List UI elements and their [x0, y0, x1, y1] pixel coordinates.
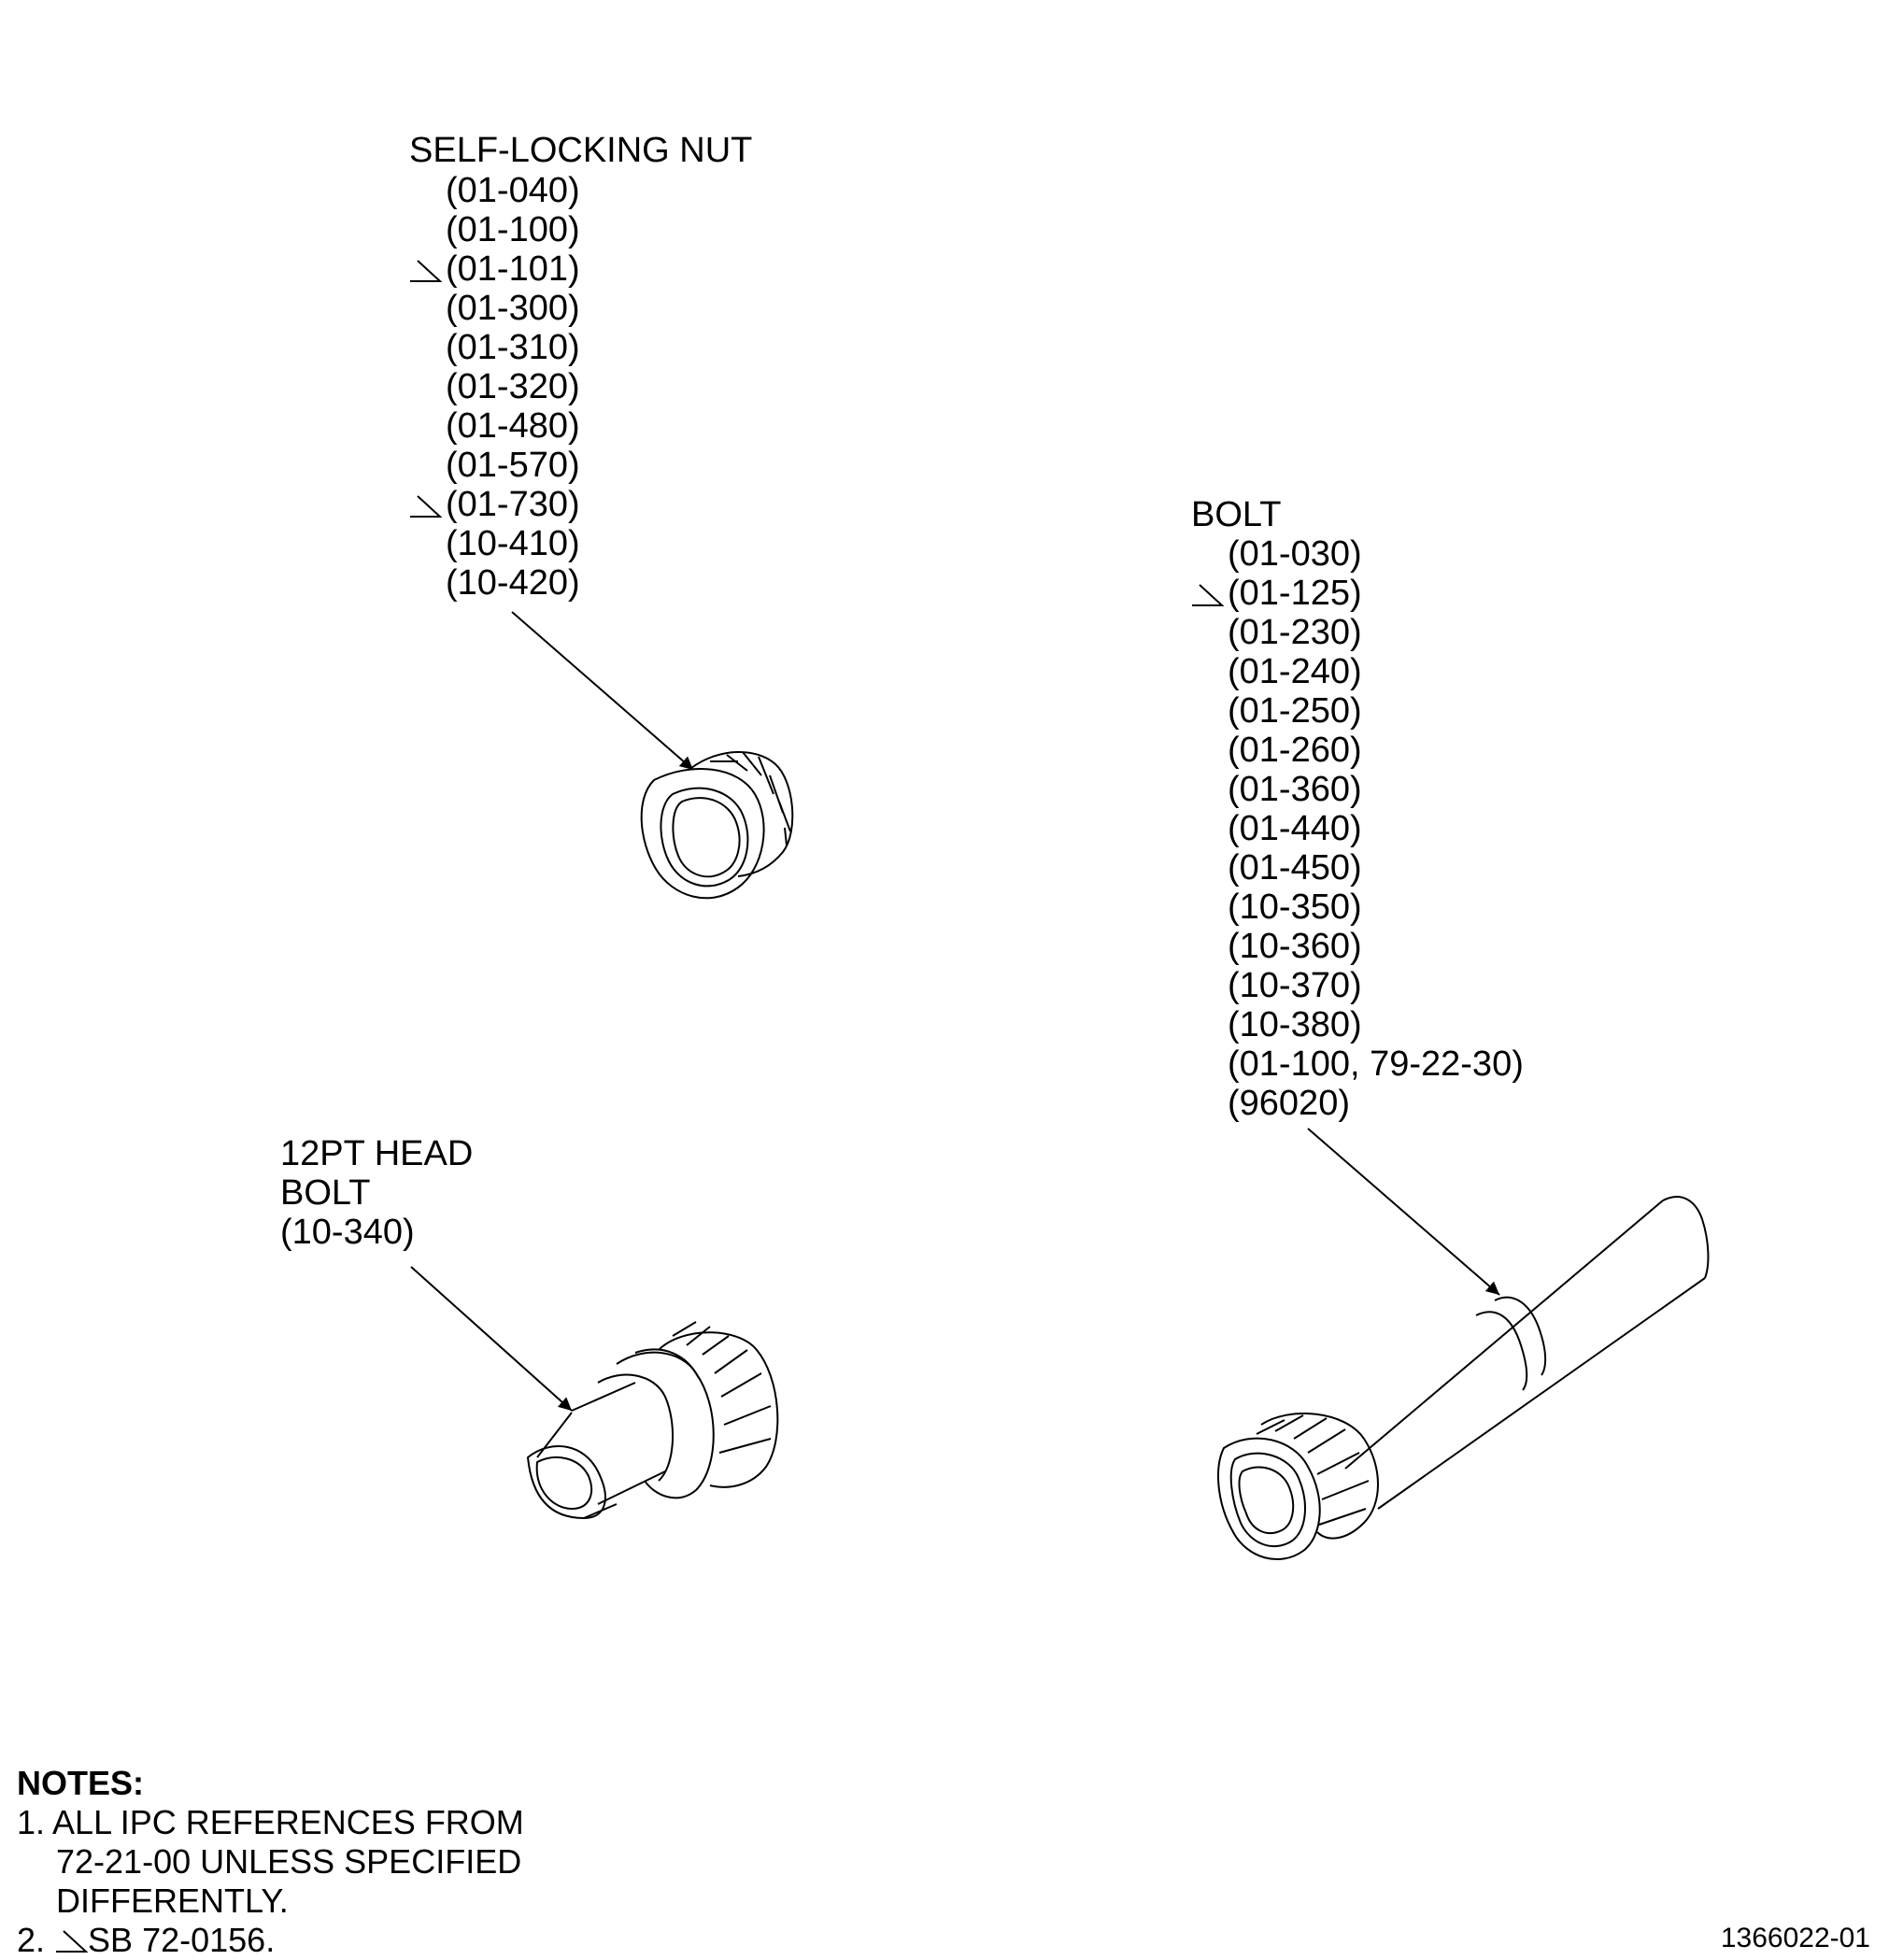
- bolt-leader-arrow: [1307, 1128, 1500, 1296]
- nut-reference-text: (01-101): [446, 249, 580, 289]
- bolt-reference-item: (01-030): [1228, 534, 1524, 574]
- bolt-reference-item: (10-360): [1228, 927, 1524, 966]
- nut-reference-item: (01-480): [446, 406, 580, 446]
- bolt-illustration: [1217, 1196, 1710, 1560]
- nut-title: SELF-LOCKING NUT: [409, 131, 753, 170]
- figure-number: 1366022-01: [1720, 1923, 1870, 1953]
- bolt-reference-item: (01-230): [1228, 613, 1524, 652]
- nut-reference-item: (01-310): [446, 328, 580, 367]
- bolt-reference-text: (10-350): [1228, 888, 1362, 927]
- head-bolt-leader-arrow: [410, 1266, 573, 1412]
- bolt-reference-text: (10-360): [1228, 927, 1362, 966]
- nut-reference-text: (10-420): [446, 563, 580, 603]
- nut-reference-item: (10-420): [446, 563, 580, 603]
- bolt-reference-item: (10-370): [1228, 966, 1524, 1005]
- revision-flag-icon: [1192, 584, 1224, 606]
- note-1-line-3: DIFFERENTLY.: [56, 1882, 289, 1920]
- nut-reference-list: (01-040)(01-100)(01-101)(01-300)(01-310)…: [410, 171, 580, 603]
- bolt-reference-item: (01-450): [1228, 848, 1524, 888]
- self-locking-nut-illustration: [640, 750, 794, 900]
- head-bolt-title-line1: 12PT HEAD: [280, 1134, 474, 1173]
- bolt-reference-text: (01-360): [1228, 770, 1362, 809]
- bolt-reference-text: (10-370): [1228, 966, 1362, 1005]
- bolt-reference-item: (01-100, 79-22-30): [1228, 1044, 1524, 1084]
- 12pt-head-bolt-illustration: [527, 1321, 779, 1519]
- bolt-reference-item: (01-360): [1228, 770, 1524, 809]
- note-1-line-2: 72-21-00 UNLESS SPECIFIED: [56, 1842, 522, 1881]
- nut-reference-item: (01-570): [446, 446, 580, 485]
- bolt-reference-text: (01-450): [1228, 848, 1362, 888]
- note-1-line-1: 1. ALL IPC REFERENCES FROM: [17, 1803, 524, 1841]
- nut-reference-text: (01-040): [446, 171, 580, 210]
- nut-leader-arrow: [511, 611, 694, 771]
- nut-reference-item: (01-040): [446, 171, 580, 210]
- nut-reference-text: (10-410): [446, 524, 580, 563]
- head-bolt-title-line2: BOLT: [280, 1173, 371, 1213]
- note-2: 2. SB 72-0156.: [17, 1921, 524, 1960]
- bolt-reference-text: (96020): [1228, 1084, 1350, 1123]
- nut-reference-text: (01-100): [446, 210, 580, 249]
- bolt-reference-text: (10-380): [1228, 1005, 1362, 1044]
- bolt-reference-item: (96020): [1228, 1084, 1524, 1123]
- nut-reference-item: (01-300): [446, 289, 580, 328]
- nut-reference-item: (01-730): [410, 485, 580, 524]
- nut-reference-text: (01-320): [446, 367, 580, 406]
- bolt-reference-item: (01-240): [1228, 652, 1524, 691]
- bolt-reference-item: (01-260): [1228, 731, 1524, 770]
- nut-reference-text: (01-730): [446, 485, 580, 524]
- nut-reference-text: (01-570): [446, 446, 580, 485]
- notes-block: NOTES: 1. ALL IPC REFERENCES FROM 72-21-…: [17, 1764, 524, 1960]
- notes-heading: NOTES:: [17, 1764, 145, 1802]
- bolt-reference-text: (01-230): [1228, 613, 1362, 652]
- bolt-reference-item: (10-350): [1228, 888, 1524, 927]
- bolt-reference-item: (01-125): [1192, 574, 1524, 613]
- bolt-reference-text: (01-100, 79-22-30): [1228, 1044, 1524, 1084]
- nut-reference-item: (10-410): [446, 524, 580, 563]
- bolt-title: BOLT: [1191, 495, 1282, 534]
- nut-reference-item: (01-320): [446, 367, 580, 406]
- bolt-reference-text: (01-440): [1228, 809, 1362, 848]
- head-bolt-reference: (10-340): [280, 1213, 415, 1252]
- note-2-number: 2.: [17, 1921, 46, 1959]
- bolt-reference-text: (01-250): [1228, 691, 1362, 731]
- bolt-reference-text: (01-260): [1228, 731, 1362, 770]
- nut-reference-text: (01-310): [446, 328, 580, 367]
- nut-reference-item: (01-101): [410, 249, 580, 289]
- bolt-reference-item: (01-250): [1228, 691, 1524, 731]
- bolt-reference-text: (01-125): [1228, 574, 1362, 613]
- bolt-reference-item: (10-380): [1228, 1005, 1524, 1044]
- bolt-reference-item: (01-440): [1228, 809, 1524, 848]
- nut-reference-text: (01-480): [446, 406, 580, 446]
- nut-reference-text: (01-300): [446, 289, 580, 328]
- revision-flag-icon: [410, 495, 442, 518]
- revision-flag-icon: [410, 260, 442, 282]
- nut-reference-item: (01-100): [446, 210, 580, 249]
- bolt-reference-text: (01-030): [1228, 534, 1362, 574]
- bolt-reference-text: (01-240): [1228, 652, 1362, 691]
- revision-flag-icon: [56, 1930, 89, 1953]
- note-2-text: SB 72-0156.: [88, 1921, 276, 1959]
- bolt-reference-list: (01-030)(01-125)(01-230)(01-240)(01-250)…: [1192, 534, 1524, 1123]
